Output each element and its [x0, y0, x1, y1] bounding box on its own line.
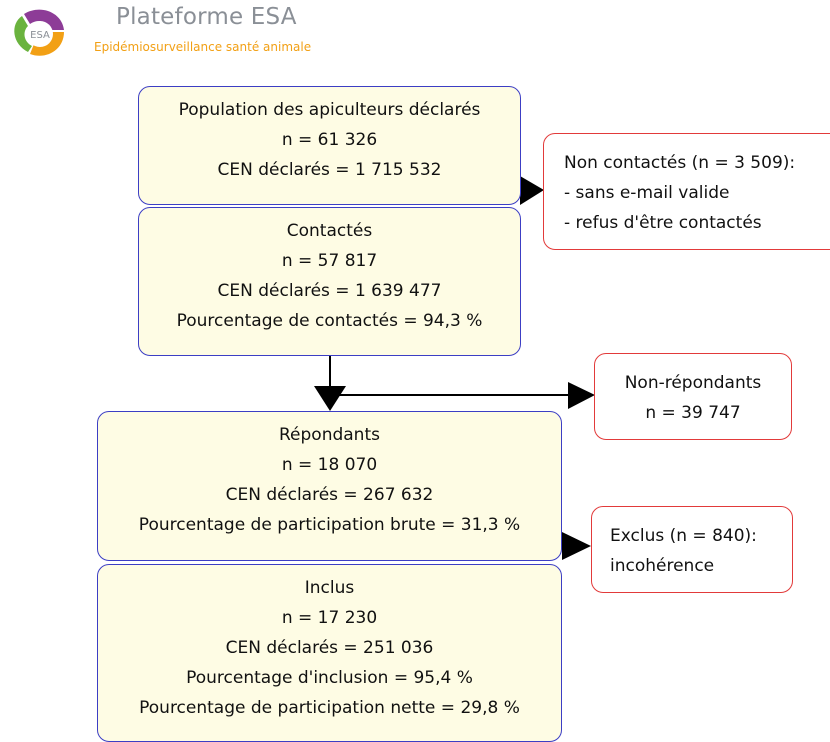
repondants-n: n = 18 070 — [281, 455, 378, 475]
inclus-pct-nette: Pourcentage de participation nette = 29,… — [139, 698, 520, 718]
arrowhead-to-exclus — [562, 532, 591, 560]
logo-text: ESA — [30, 30, 50, 41]
contactes-n: n = 57 817 — [281, 251, 378, 271]
non-contactes-reason-refus: - refus d'être contactés — [564, 213, 762, 233]
arrowhead-to-repondants — [314, 386, 346, 411]
inclus-title: Inclus — [304, 578, 355, 598]
contactes-cen: CEN déclarés = 1 639 477 — [217, 281, 442, 301]
contactes-title: Contactés — [286, 221, 373, 241]
population-title: Population des apiculteurs déclarés — [178, 100, 481, 120]
exclus-reason: incohérence — [610, 556, 715, 576]
repondants-box: Répondants n = 18 070 CEN déclarés = 267… — [97, 411, 562, 561]
repondants-pct: Pourcentage de participation brute = 31,… — [138, 515, 521, 535]
arrowhead-to-non-repondants — [568, 382, 595, 409]
exclus-title: Exclus (n = 840): — [610, 526, 757, 546]
population-cen: CEN déclarés = 1 715 532 — [217, 160, 442, 180]
non-repondants-n: n = 39 747 — [645, 403, 741, 423]
non-contactes-title: Non contactés (n = 3 509): — [564, 153, 796, 173]
contactes-pct: Pourcentage de contactés = 94,3 % — [176, 311, 483, 331]
population-n: n = 61 326 — [281, 130, 378, 150]
arrowhead-to-non-contactes — [520, 176, 544, 205]
inclus-n: n = 17 230 — [281, 608, 378, 628]
non-contactes-box: Non contactés (n = 3 509): - sans e-mail… — [543, 133, 830, 250]
inclus-box: Inclus n = 17 230 CEN déclarés = 251 036… — [97, 564, 562, 742]
contactes-box: Contactés n = 57 817 CEN déclarés = 1 63… — [138, 207, 521, 356]
non-repondants-title: Non-répondants — [624, 373, 762, 393]
esa-logo-icon: ESA — [14, 9, 64, 56]
repondants-cen: CEN déclarés = 267 632 — [225, 485, 434, 505]
repondants-title: Répondants — [279, 425, 380, 445]
inclus-pct-inclusion: Pourcentage d'inclusion = 95,4 % — [186, 668, 473, 688]
non-contactes-reason-email: - sans e-mail valide — [564, 183, 730, 203]
inclus-cen: CEN déclarés = 251 036 — [225, 638, 434, 658]
population-box: Population des apiculteurs déclarés n = … — [138, 86, 521, 205]
non-repondants-box: Non-répondants n = 39 747 — [594, 353, 792, 440]
exclus-box: Exclus (n = 840): incohérence — [591, 506, 793, 593]
brand-title: Plateforme ESA — [116, 4, 297, 30]
brand-subtitle: Epidémiosurveillance santé animale — [94, 40, 312, 54]
